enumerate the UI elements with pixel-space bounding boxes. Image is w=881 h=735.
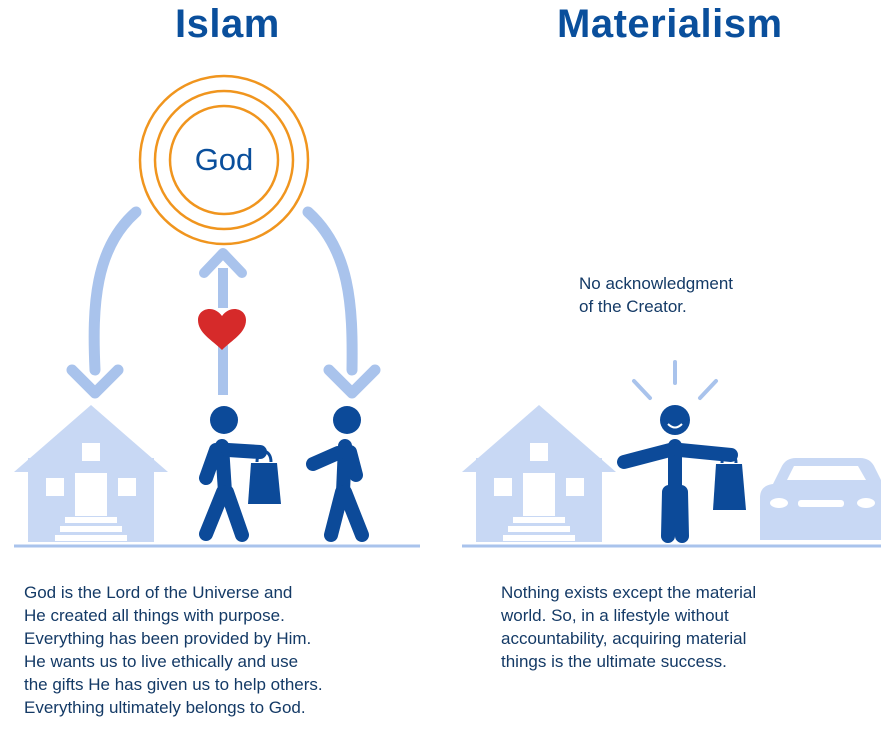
shopping-bag-icon — [713, 451, 746, 510]
smile — [667, 423, 683, 429]
materialism-title: Materialism — [557, 2, 783, 46]
islam-title: Islam — [175, 2, 280, 46]
house-icon — [14, 405, 168, 542]
receiver-figure — [306, 406, 369, 542]
islam-description: God is the Lord of the Universe and He c… — [24, 581, 444, 719]
description-line: God is the Lord of the Universe and — [24, 583, 293, 602]
note-line: of the Creator. — [579, 297, 687, 316]
description-line: Nothing exists except the material — [501, 583, 757, 602]
description-line: Everything has been provided by Him. — [24, 629, 312, 648]
arrow-up-to-god — [199, 248, 247, 395]
god-label: God — [194, 142, 254, 177]
description-line: the gifts He has given us to help others… — [24, 675, 323, 694]
description-line: He wants us to live ethically and use — [24, 652, 299, 671]
god-rings — [138, 74, 310, 246]
description-line: Everything ultimately belongs to God. — [24, 698, 306, 717]
note-line: No acknowledgment — [579, 274, 734, 293]
car-icon — [760, 458, 881, 540]
materialism-note: No acknowledgment of the Creator. — [579, 272, 839, 318]
sparkle-lines — [632, 360, 718, 400]
happy-person-figure — [617, 405, 738, 543]
shopping-bag-icon — [248, 450, 281, 504]
description-line: world. So, in a lifestyle without — [501, 606, 729, 625]
materialism-description: Nothing exists except the material world… — [501, 581, 861, 673]
description-line: accountability, acquiring material — [501, 629, 747, 648]
arrow-god-to-house — [66, 206, 142, 399]
house-icon — [462, 405, 616, 542]
heart-icon — [198, 309, 246, 350]
description-line: He created all things with purpose. — [24, 606, 285, 625]
description-line: things is the ultimate success. — [501, 652, 727, 671]
giver-figure — [199, 406, 267, 542]
arrow-god-to-receiver — [302, 206, 381, 399]
